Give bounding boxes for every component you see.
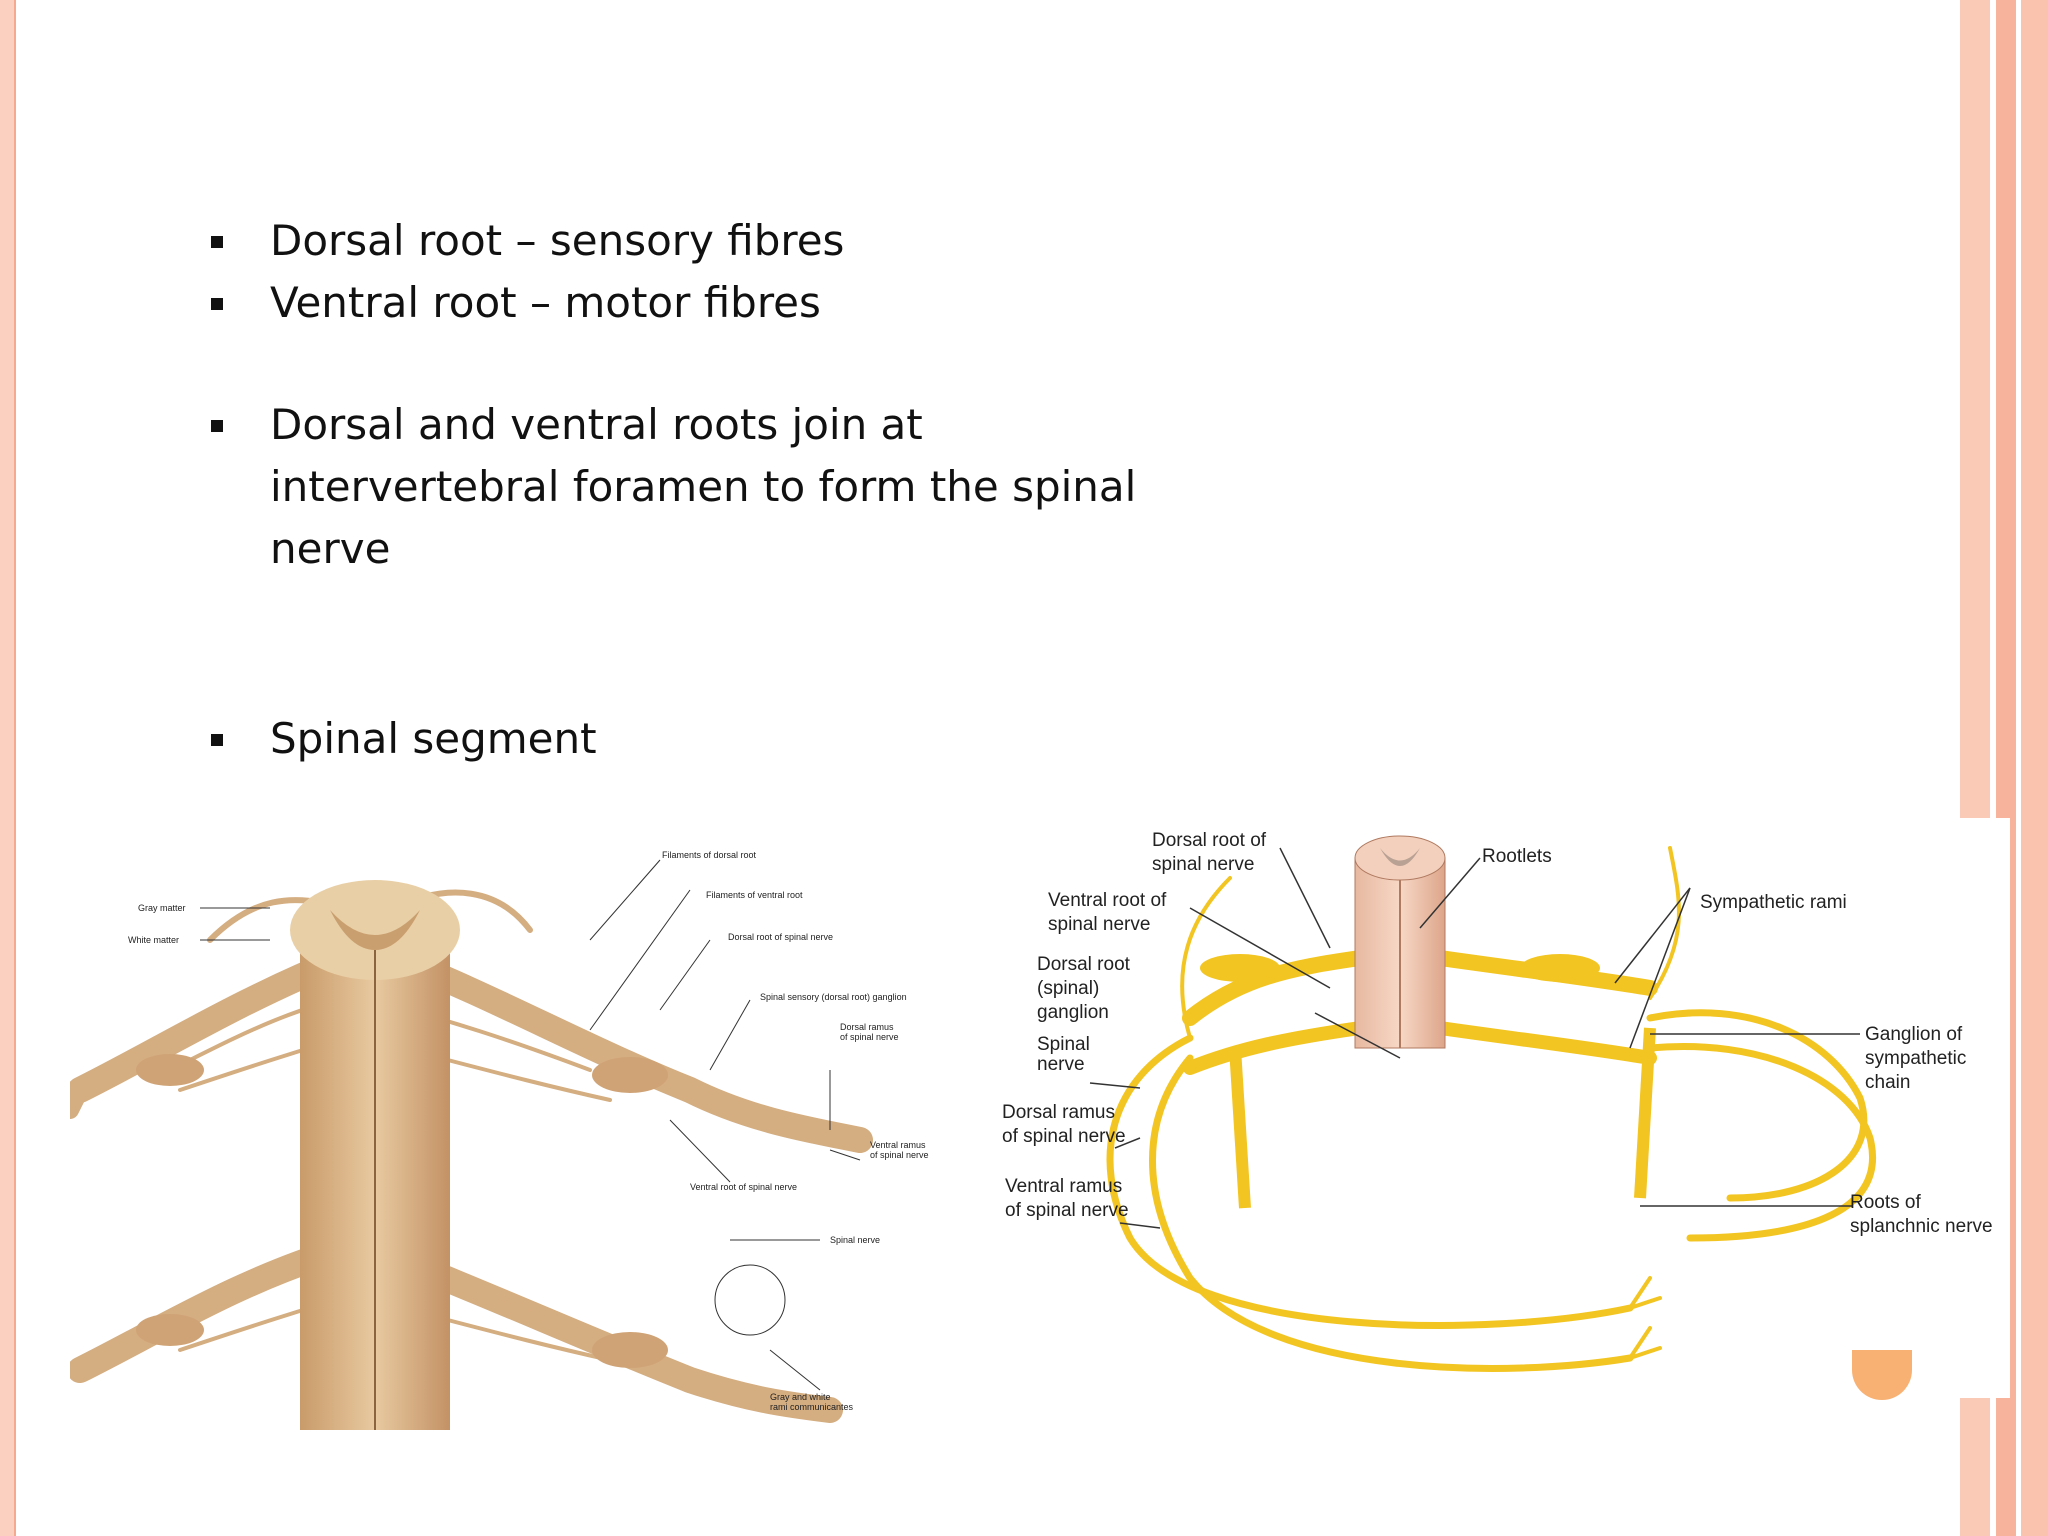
right-border-gap xyxy=(1990,0,1996,1536)
label-rootlets: Rootlets xyxy=(1482,846,1552,867)
label-filaments-ventral-root: Filaments of ventral root xyxy=(706,890,803,900)
label-ganglion-of-sympathetic-chain: Ganglion of sympathetic chain xyxy=(1865,1024,1972,1093)
dorsal-root-ganglion-left xyxy=(1200,954,1280,982)
spinal-cord-segment-illustration: Gray matter White matter Filaments of do… xyxy=(70,850,929,1430)
label-ventral-root: Ventral root of spinal nerve xyxy=(690,1182,797,1192)
slide-number-badge xyxy=(1852,1350,1912,1400)
bullet-list: Dorsal root – sensory fibres Ventral roo… xyxy=(205,210,1185,770)
bullet-line: intervertebral foramen to form the spina… xyxy=(270,462,1137,511)
bullet-item: Spinal segment xyxy=(205,708,1185,770)
dorsal-root-ganglion-lower xyxy=(592,1332,668,1368)
spinal-nerves xyxy=(1106,846,1876,1372)
square-bullet-icon xyxy=(211,298,223,310)
dorsal-root-ganglion-right xyxy=(1520,954,1600,982)
label-spinal-nerve: Spinal nerve xyxy=(1037,1034,1095,1075)
bullet-line: Dorsal root – sensory fibres xyxy=(270,216,845,265)
bullet-item: Ventral root – motor fibres xyxy=(205,272,1185,334)
label-spinal-nerve: Spinal nerve xyxy=(830,1235,880,1245)
label-leaders xyxy=(200,859,861,1391)
square-bullet-icon xyxy=(211,420,223,432)
label-gray-matter: Gray matter xyxy=(138,903,186,913)
label-sympathetic-rami: Sympathetic rami xyxy=(1700,892,1847,913)
bullet-item: Dorsal and ventral roots join at interve… xyxy=(205,394,1185,580)
sympathetic-chain-right xyxy=(1634,1027,1656,1199)
label-spinal-ganglion: Spinal sensory (dorsal root) ganglion xyxy=(760,992,907,1002)
label-dorsal-root: Dorsal root of spinal nerve xyxy=(1152,830,1271,875)
label-leaders xyxy=(1089,847,1860,1229)
sympathetic-chain-left xyxy=(1229,1047,1251,1209)
square-bullet-icon xyxy=(211,734,223,746)
label-filaments-dorsal-root: Filaments of dorsal root xyxy=(662,850,757,860)
label-roots-of-splanchnic-nerve: Roots of splanchnic nerve xyxy=(1850,1192,1993,1237)
spinal-cord-cross-section xyxy=(1354,835,1446,881)
label-ventral-ramus: Ventral ramus of spinal nerve xyxy=(1005,1176,1129,1221)
dorsal-root-ganglion-upper xyxy=(592,1057,668,1093)
gray-matter-butterfly xyxy=(1380,848,1420,866)
bullet-line: Dorsal and ventral roots join at xyxy=(270,400,923,449)
label-white-matter: White matter xyxy=(128,935,179,945)
right-border-gap xyxy=(2016,0,2021,1536)
label-dorsal-ramus: Dorsal ramus of spinal nerve xyxy=(840,1022,899,1042)
bullet-line: Ventral root – motor fibres xyxy=(270,278,821,327)
gray-matter-shape xyxy=(330,910,420,950)
spinal-nerve-sympathetic-diagram: Dorsal root of spinal nerve Rootlets Ven… xyxy=(990,818,2010,1398)
left-decorative-border xyxy=(0,0,16,1536)
square-bullet-icon xyxy=(211,236,223,248)
bullet-line: Spinal segment xyxy=(270,714,597,763)
bullet-line: nerve xyxy=(270,524,391,573)
label-dorsal-ramus: Dorsal ramus of spinal nerve xyxy=(1002,1102,1126,1147)
right-border-stripe xyxy=(2021,0,2048,1536)
label-dorsal-root-ganglion: Dorsal root (spinal) ganglion xyxy=(1037,954,1135,1023)
label-rami-communicantes: Gray and white rami communicantes xyxy=(770,1392,854,1412)
label-ventral-root: Ventral root of spinal nerve xyxy=(1048,890,1172,935)
dorsal-root-ganglion-upper-left xyxy=(136,1054,204,1086)
label-dorsal-root: Dorsal root of spinal nerve xyxy=(728,932,833,942)
spinal-cord-top xyxy=(290,880,460,980)
dorsal-root-ganglion-lower-left xyxy=(136,1314,204,1346)
label-ventral-ramus: Ventral ramus of spinal nerve xyxy=(870,1140,929,1160)
bullet-item: Dorsal root – sensory fibres xyxy=(205,210,1185,272)
